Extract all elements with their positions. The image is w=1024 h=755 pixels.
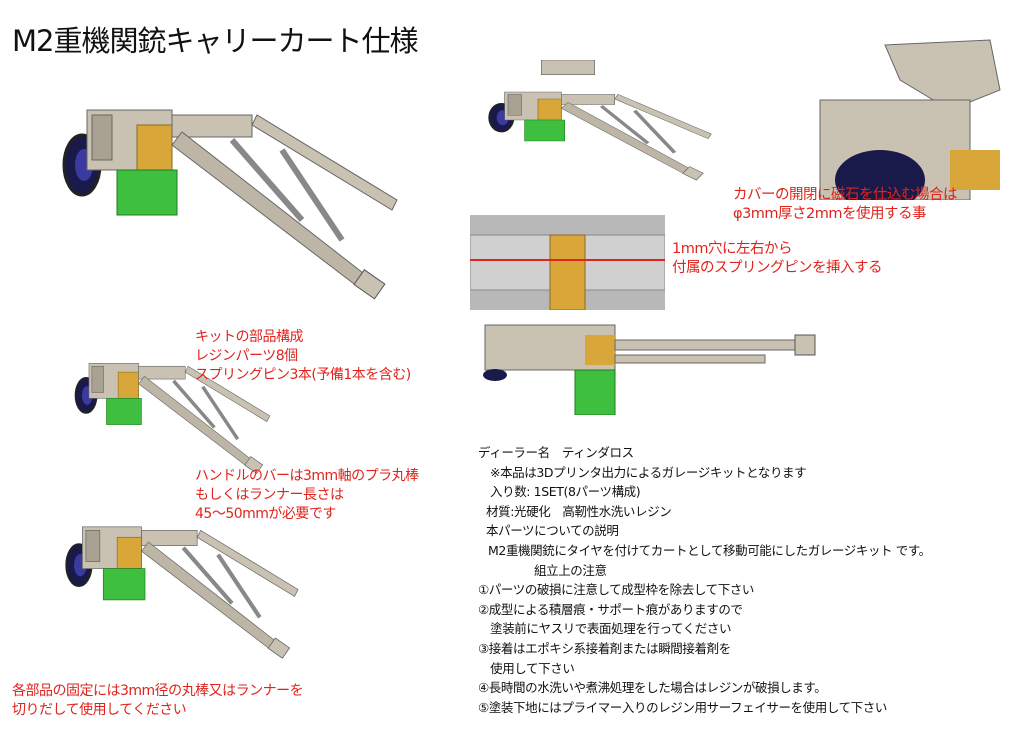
note-handle: ハンドルのバーは3mm軸のプラ丸棒 もしくはランナー長さは 45～50mmが必要…	[195, 467, 419, 524]
caution-item: 使用して下さい	[478, 660, 575, 676]
quantity: 入り数: 1SET(8パーツ構成)	[490, 484, 641, 500]
render-cover-closeup	[819, 39, 1001, 200]
note-line: カバーの開閉に磁石を仕込む場合は	[733, 187, 958, 203]
note-pin: 1mm穴に左右から 付属のスプリングピンを挿入する	[672, 240, 883, 278]
description-heading: 本パーツについての説明	[486, 523, 619, 539]
note-magnet: カバーの開閉に磁石を仕込む場合は φ3mm厚さ2mmを使用する事	[733, 186, 958, 224]
note-line: 付属のスプリングピンを挿入する	[672, 260, 883, 276]
caution-item: ④長時間の水洗いや煮沸処理をした場合はレジンが破損します。	[478, 680, 827, 696]
note-line: ハンドルのバーは3mm軸のプラ丸棒	[195, 468, 419, 484]
render-pin-section	[470, 215, 665, 310]
render-assembled-main	[62, 70, 407, 310]
render-cover-open	[487, 60, 714, 183]
note-line: キットの部品構成	[195, 329, 303, 345]
notice: ※本品は3Dプリンタ出力によるガレージキットとなります	[490, 464, 807, 480]
page-title: M2重機関銃キャリーカート仕様	[12, 24, 418, 58]
dealer-name: ディーラー名 ティンダロス	[478, 445, 634, 460]
note-line: レジンパーツ8個	[195, 348, 298, 364]
assembly-heading: 組立上の注意	[534, 562, 607, 578]
note-line: 45～50mmが必要です	[195, 506, 336, 522]
note-line: スプリングピン3本(予備1本を含む)	[195, 367, 411, 383]
caution-item: ⑤塗装下地にはプライマー入りのレジン用サーフェイサーを使用して下さい	[478, 699, 887, 715]
caution-item: ①パーツの破損に注意して成型枠を除去して下さい	[478, 582, 755, 598]
caution-item: 塗装前にヤスリで表面処理を行ってください	[478, 621, 732, 637]
caution-item: ②成型による積層痕・サポート痕がありますので	[478, 601, 743, 617]
note-fixing: 各部品の固定には3mm径の丸棒又はランナーを 切りだして使用してください	[12, 682, 304, 720]
render-side-view	[483, 324, 816, 415]
product-info: ディーラー名 ティンダロス ※本品は3Dプリンタ出力によるガレージキットとなりま…	[478, 443, 931, 717]
material: 材質:光硬化 高靭性水洗いレジン	[486, 503, 672, 519]
note-line: φ3mm厚さ2mmを使用する事	[733, 206, 927, 222]
caution-item: ③接着はエポキシ系接着剤または瞬間接着剤を	[478, 640, 731, 656]
note-line: 切りだして使用してください	[12, 702, 187, 718]
note-line: もしくはランナー長さは	[195, 487, 344, 503]
description: M2重機関銃にタイヤを付けてカートとして移動可能にしたガレージキット です。	[488, 542, 931, 558]
note-kit-contents: キットの部品構成 レジンパーツ8個 スプリングピン3本(予備1本を含む)	[195, 328, 411, 385]
note-line: 1mm穴に左右から	[672, 241, 792, 257]
note-line: 各部品の固定には3mm径の丸棒又はランナーを	[12, 683, 304, 699]
